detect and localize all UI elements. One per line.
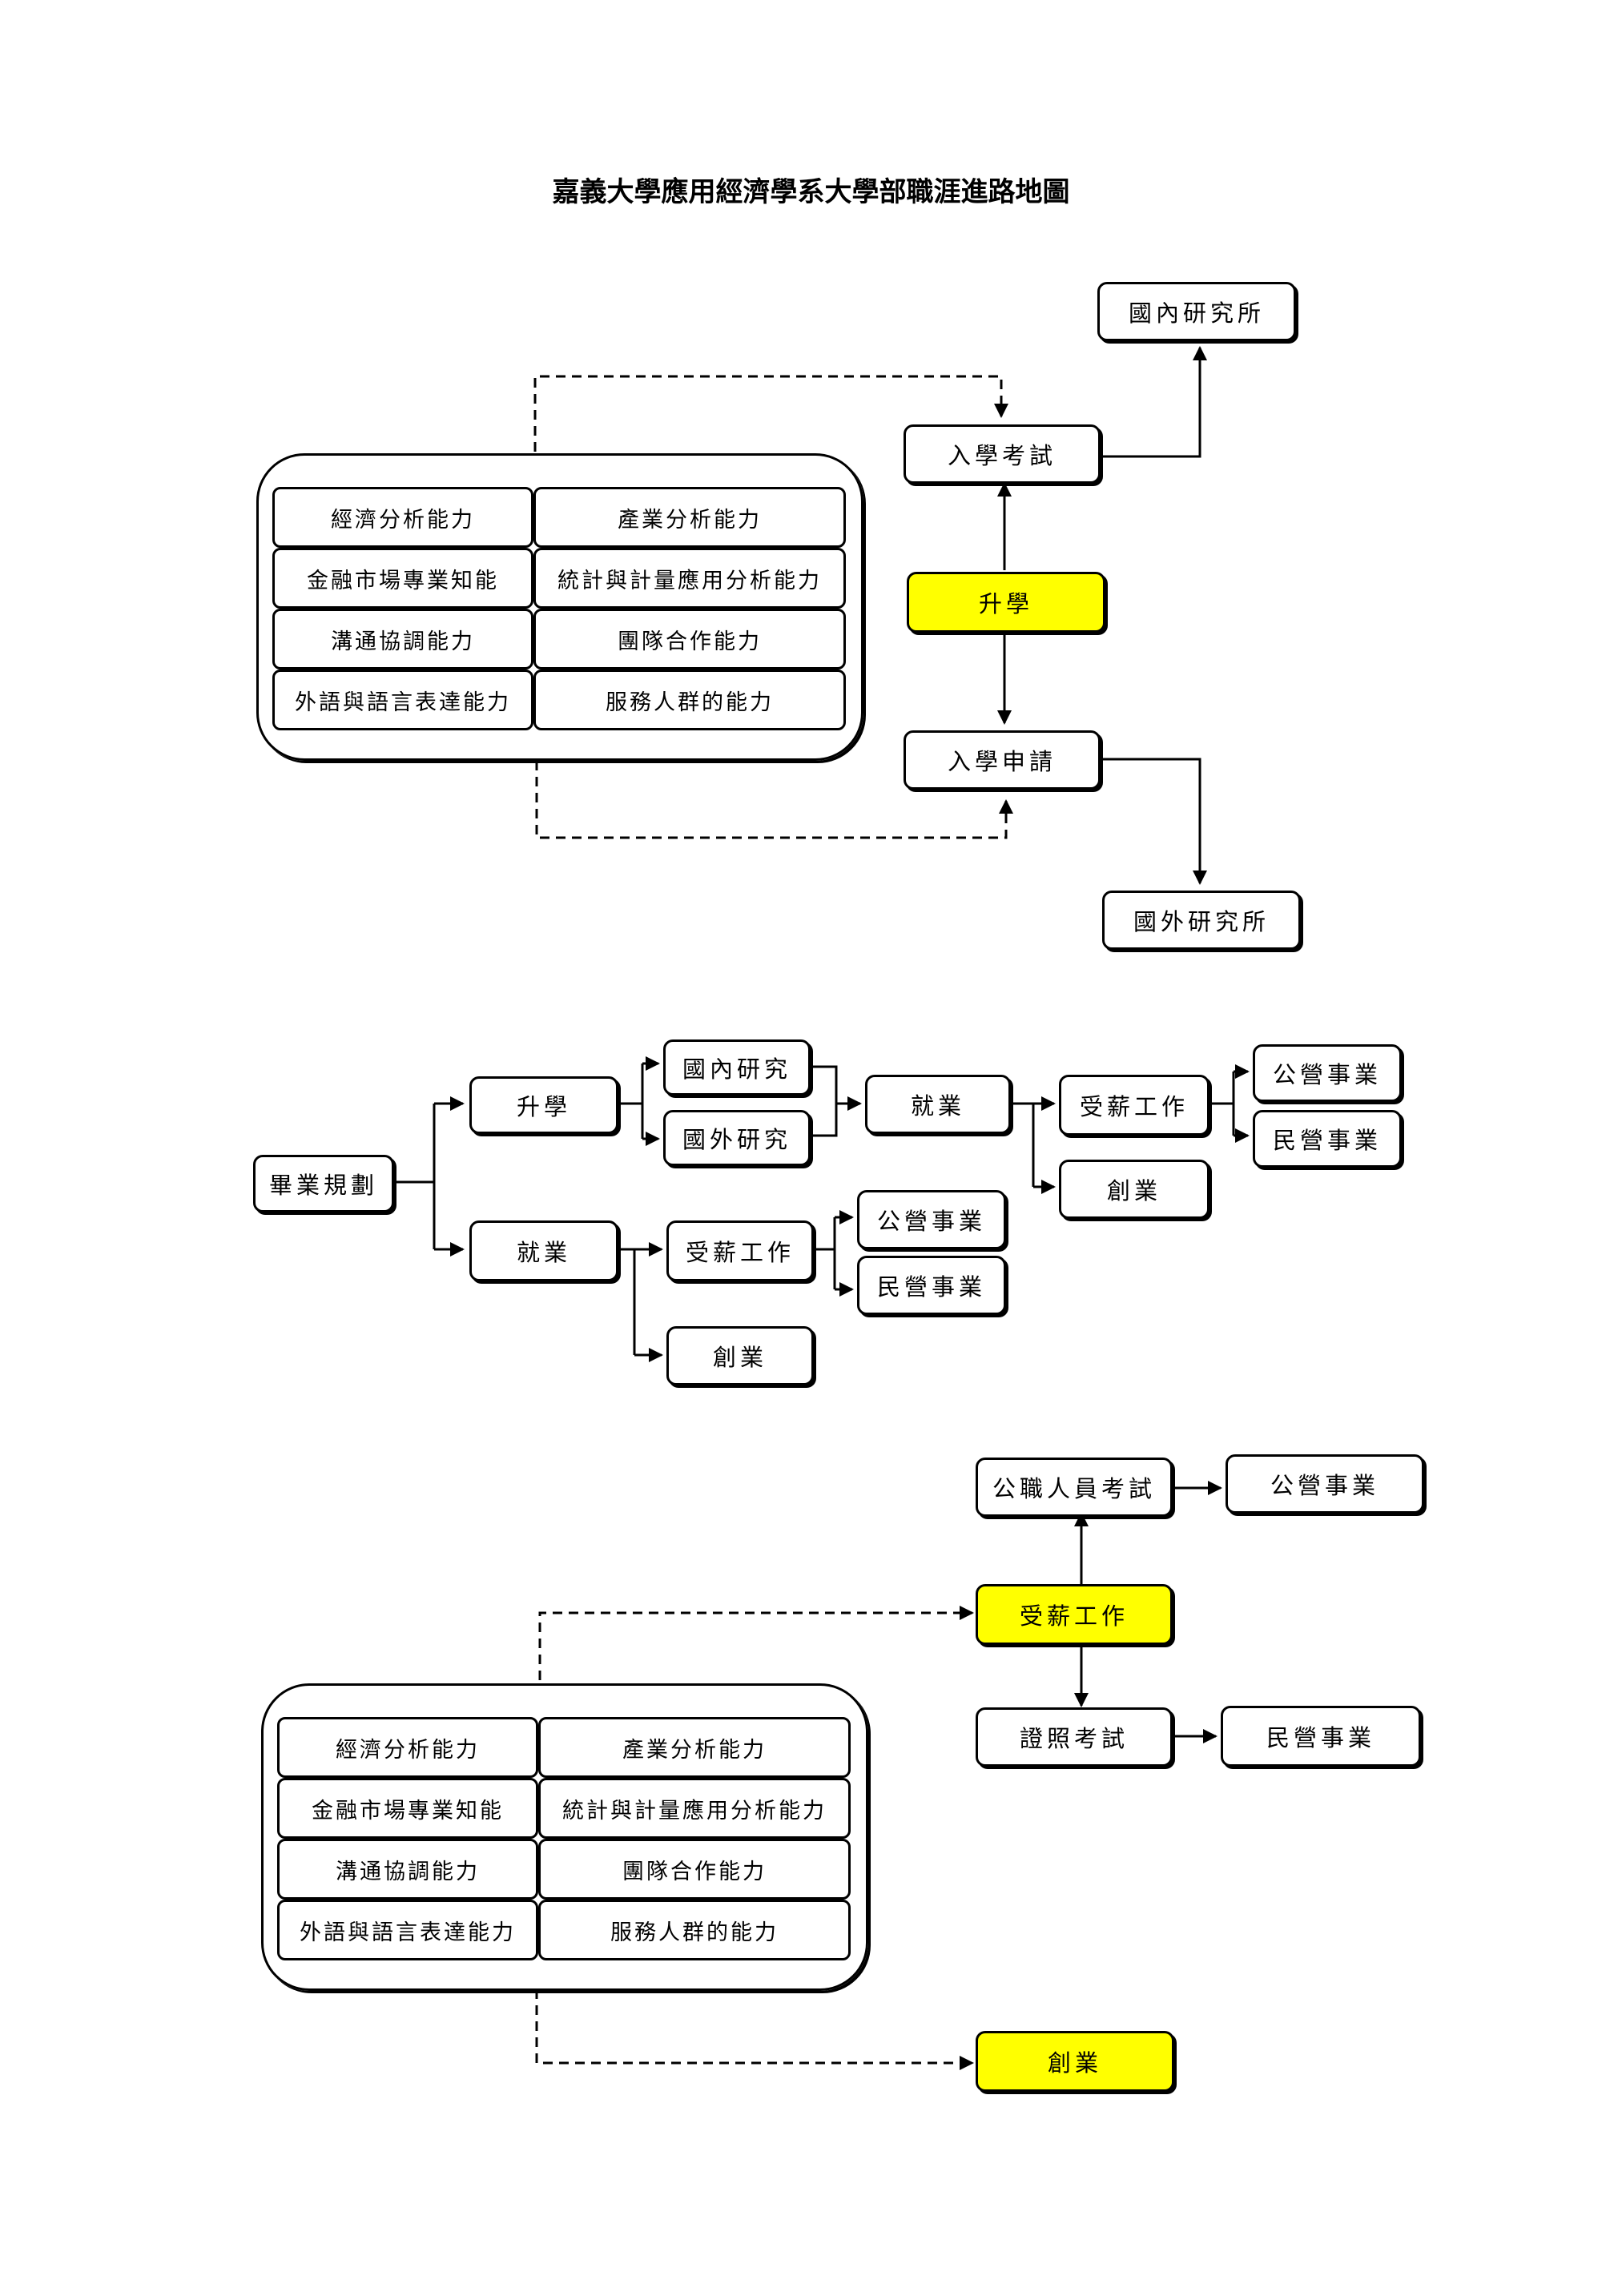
- private-enterprise-box: 民營事業: [857, 1256, 1006, 1315]
- skill-industry-analysis: 產業分析能力: [533, 487, 846, 548]
- skill-economic-analysis-2: 經濟分析能力: [277, 1717, 538, 1778]
- skill-statistics: 統計與計量應用分析能力: [533, 548, 846, 609]
- skills-container-1: [256, 453, 863, 761]
- skill-statistics-2: 統計與計量應用分析能力: [538, 1778, 851, 1839]
- application-box: 入學申請: [904, 730, 1101, 790]
- private-enterprise-box-3: 民營事業: [1221, 1706, 1421, 1767]
- arrow-application-to-foreign: [1101, 758, 1207, 885]
- startup-after-study-box: 創業: [1059, 1160, 1209, 1219]
- startup-box: 創業: [666, 1326, 814, 1385]
- skill-industry-analysis-2: 產業分析能力: [538, 1717, 851, 1778]
- civil-exam-box: 公職人員考試: [976, 1458, 1173, 1517]
- skill-communication-2: 溝通協調能力: [277, 1839, 538, 1900]
- skill-service: 服務人群的能力: [533, 669, 846, 730]
- dashed-skills-to-application: [535, 761, 1013, 839]
- salaried-box: 受薪工作: [666, 1220, 814, 1281]
- employment-box: 就業: [469, 1220, 618, 1281]
- domestic-research-box: 國內研究: [663, 1039, 811, 1096]
- dashed-skills-to-startup: [535, 1989, 974, 2070]
- skill-economic-analysis: 經濟分析能力: [272, 487, 533, 548]
- skill-teamwork-2: 團隊合作能力: [538, 1839, 851, 1900]
- skill-language: 外語與語言表達能力: [272, 669, 533, 730]
- arrow-exam-to-domestic: [1101, 346, 1207, 458]
- graduation-plan-box: 畢業規劃: [253, 1155, 394, 1212]
- skill-financial-market: 金融市場專業知能: [272, 548, 533, 609]
- skill-service-2: 服務人群的能力: [538, 1900, 851, 1960]
- foreign-grad-box: 國外研究所: [1102, 891, 1301, 950]
- license-exam-box: 證照考試: [976, 1707, 1173, 1767]
- salaried-after-study-box: 受薪工作: [1059, 1075, 1209, 1136]
- public-enterprise-box-3: 公營事業: [1226, 1454, 1424, 1514]
- skill-teamwork: 團隊合作能力: [533, 609, 846, 669]
- further-study-box: 升學: [907, 572, 1105, 633]
- domestic-grad-box: 國內研究所: [1097, 282, 1296, 341]
- startup-box-3: 創業: [976, 2031, 1174, 2092]
- public-enterprise-box: 公營事業: [857, 1190, 1006, 1249]
- salaried-box-3: 受薪工作: [976, 1584, 1173, 1645]
- private-after-study-box: 民營事業: [1253, 1110, 1402, 1168]
- public-after-study-box: 公營事業: [1253, 1044, 1402, 1102]
- skill-communication: 溝通協調能力: [272, 609, 533, 669]
- dashed-skills-to-exam: [533, 375, 1008, 452]
- page-title: 嘉義大學應用經濟學系大學部職涯進路地圖: [552, 176, 1070, 208]
- skill-language-2: 外語與語言表達能力: [277, 1900, 538, 1960]
- further-study-box-2: 升學: [469, 1076, 618, 1134]
- foreign-research-box: 國外研究: [663, 1110, 811, 1166]
- skills-container-2: [261, 1683, 868, 1991]
- entrance-exam-box: 入學考試: [904, 424, 1101, 484]
- employment-after-study-box: 就業: [865, 1075, 1011, 1134]
- skill-financial-market-2: 金融市場專業知能: [277, 1778, 538, 1839]
- dashed-skills-to-salaried: [538, 1606, 974, 1680]
